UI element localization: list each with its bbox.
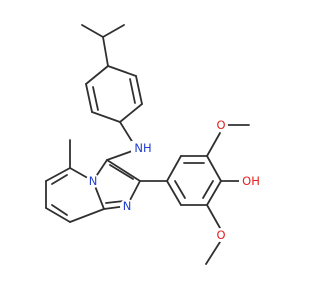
atom-o-top: O <box>214 118 228 132</box>
bond <box>85 83 93 113</box>
bond <box>106 159 141 182</box>
molecule-structure: N N NH O O OH <box>45 24 261 265</box>
bond <box>206 155 222 182</box>
bond <box>69 208 105 223</box>
bond <box>91 111 121 123</box>
bond <box>166 155 182 182</box>
bond <box>51 174 68 185</box>
bond <box>206 180 222 206</box>
bond <box>92 86 99 111</box>
atom-n-bridge: N <box>86 174 100 188</box>
bond <box>45 167 71 182</box>
atom-nh: NH <box>131 141 153 155</box>
bond <box>105 200 125 204</box>
bond <box>166 180 182 206</box>
bond <box>174 180 186 199</box>
bond <box>202 180 214 199</box>
atom-o-bottom: O <box>214 228 228 242</box>
atom-label-o-bottom: O <box>216 228 225 242</box>
bond <box>129 78 136 104</box>
atom-label-oh: OH <box>242 174 260 188</box>
atom-label-n-bridge: N <box>89 174 98 188</box>
bond <box>51 204 68 216</box>
atom-oh: OH <box>239 174 261 188</box>
bond <box>85 65 109 85</box>
bond <box>106 149 136 161</box>
bond <box>135 75 143 105</box>
atom-labels: N N NH O O OH <box>86 118 261 242</box>
bond <box>119 121 134 144</box>
bond <box>107 65 137 77</box>
bond <box>81 24 104 38</box>
atom-label-nh: NH <box>134 141 151 155</box>
bond <box>109 164 134 180</box>
atom-label-o-top: O <box>216 118 225 132</box>
bond <box>206 204 221 229</box>
bond <box>206 132 221 157</box>
bond <box>119 103 143 123</box>
atom-label-n-ring: N <box>123 199 132 213</box>
atom-n-ring: N <box>120 199 134 213</box>
bond <box>45 207 71 223</box>
bond <box>102 36 109 67</box>
bond <box>102 24 125 38</box>
bond <box>205 241 221 265</box>
